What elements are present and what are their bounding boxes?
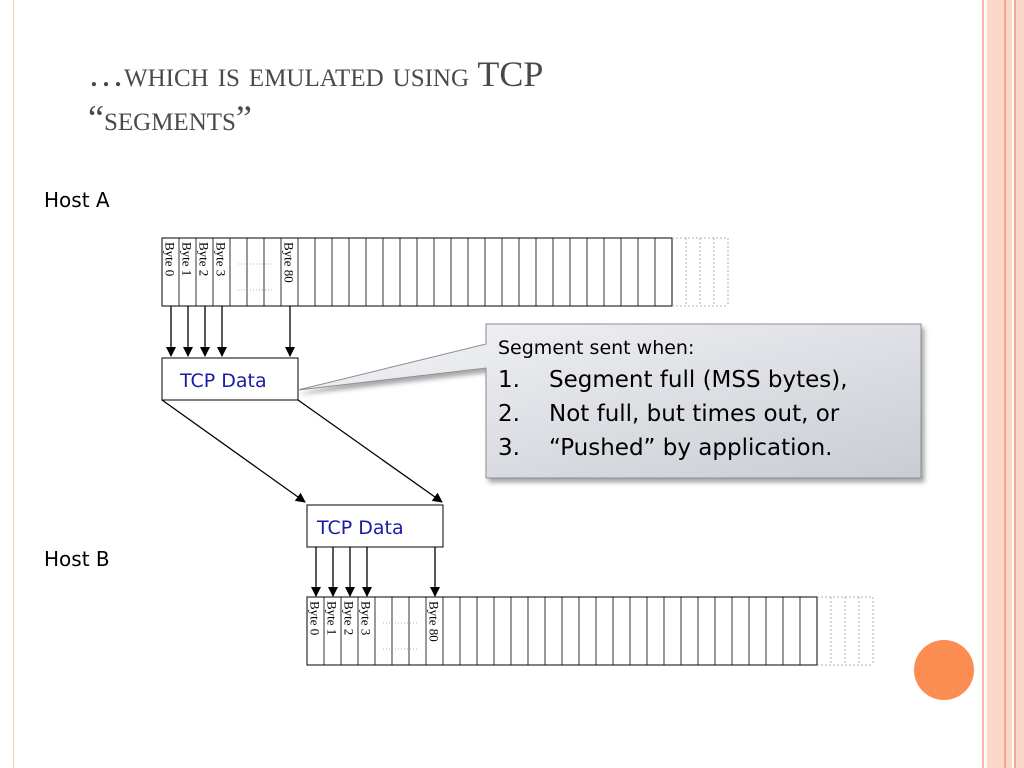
callout-item-2-num: 2. — [498, 401, 520, 427]
decorative-stripes — [980, 0, 1024, 768]
host-b-byte-label-3: Byte 3 — [359, 601, 374, 635]
title-line-1: …which is emulated using TCP — [88, 54, 544, 94]
tcp-data-label-a: TCP Data — [179, 370, 267, 392]
orange-circle-decoration — [914, 640, 974, 700]
callout-item-1-text: Segment full (MSS bytes), — [549, 367, 848, 393]
callout-item-2-text: Not full, but times out, or — [549, 401, 840, 427]
host-a-byte-label-1: Byte 1 — [180, 242, 195, 276]
title-line-2: “segments” — [88, 98, 252, 138]
slide-title: …which is emulated using TCP “segments” — [88, 52, 888, 140]
host-b-byte-arrows — [311, 547, 440, 597]
host-b-byte-label-2: Byte 2 — [342, 601, 357, 635]
host-a-byte-label-0: Byte 0 — [163, 242, 178, 276]
callout-heading: Segment sent when: — [498, 337, 694, 359]
callout-item-3-num: 3. — [498, 435, 520, 461]
host-a-byte-label-4: Byte 80 — [282, 242, 297, 283]
host-a-byte-label-3: Byte 3 — [214, 242, 229, 276]
transfer-arrows — [161, 399, 443, 503]
host-b-byte-label-4: Byte 80 — [427, 601, 442, 642]
segment-callout: Segment sent when: 1. Segment full (MSS … — [297, 323, 922, 479]
callout-item-1-num: 1. — [498, 367, 520, 393]
tcp-data-box-a: TCP Data — [161, 357, 299, 401]
tcp-data-box-b: TCP Data — [306, 504, 444, 548]
host-b-label: Host B — [44, 547, 110, 571]
host-a-byte-label-2: Byte 2 — [197, 242, 212, 276]
transfer-arrow-right — [297, 399, 443, 503]
tcp-data-label-b: TCP Data — [316, 517, 404, 539]
host-a-label: Host A — [44, 188, 110, 212]
host-a-byte-arrows — [166, 306, 295, 357]
host-b-byte-label-1: Byte 1 — [325, 601, 340, 635]
left-frame-border — [0, 0, 14, 768]
transfer-arrow-left — [161, 399, 306, 503]
host-b-byte-label-0: Byte 0 — [308, 601, 323, 635]
callout-item-3-text: “Pushed” by application. — [549, 435, 833, 461]
